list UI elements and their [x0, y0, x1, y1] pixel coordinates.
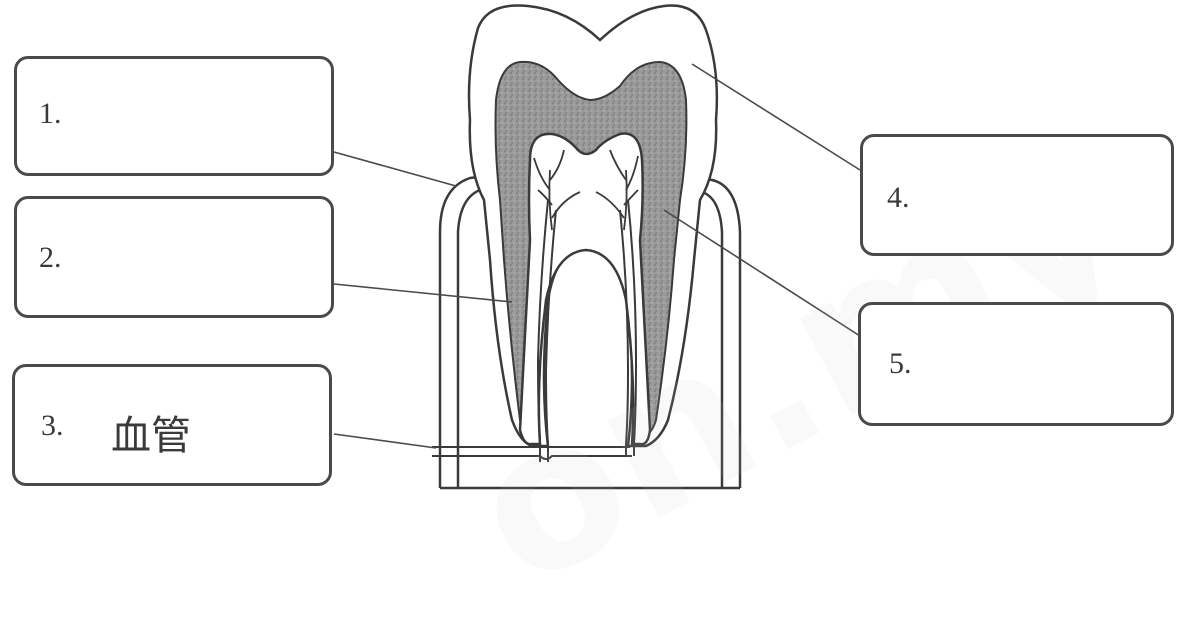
label-number-5: 5.	[889, 347, 912, 381]
label-number-3: 3.	[41, 409, 64, 443]
label-box-4[interactable]: 4.	[860, 134, 1174, 256]
label-box-5[interactable]: 5.	[858, 302, 1174, 426]
label-number-1: 1.	[39, 97, 62, 131]
label-box-2[interactable]: 2.	[14, 196, 334, 318]
label-answer-3: 血管	[111, 403, 191, 461]
label-box-1[interactable]: 1.	[14, 56, 334, 176]
pointer-line-2	[334, 284, 512, 302]
label-box-3[interactable]: 3. 血管	[12, 364, 332, 486]
pointer-line-1	[334, 152, 456, 186]
label-number-2: 2.	[39, 241, 62, 275]
blood-vessel	[432, 444, 634, 462]
pointer-line-3	[334, 434, 436, 448]
label-number-4: 4.	[887, 181, 910, 215]
